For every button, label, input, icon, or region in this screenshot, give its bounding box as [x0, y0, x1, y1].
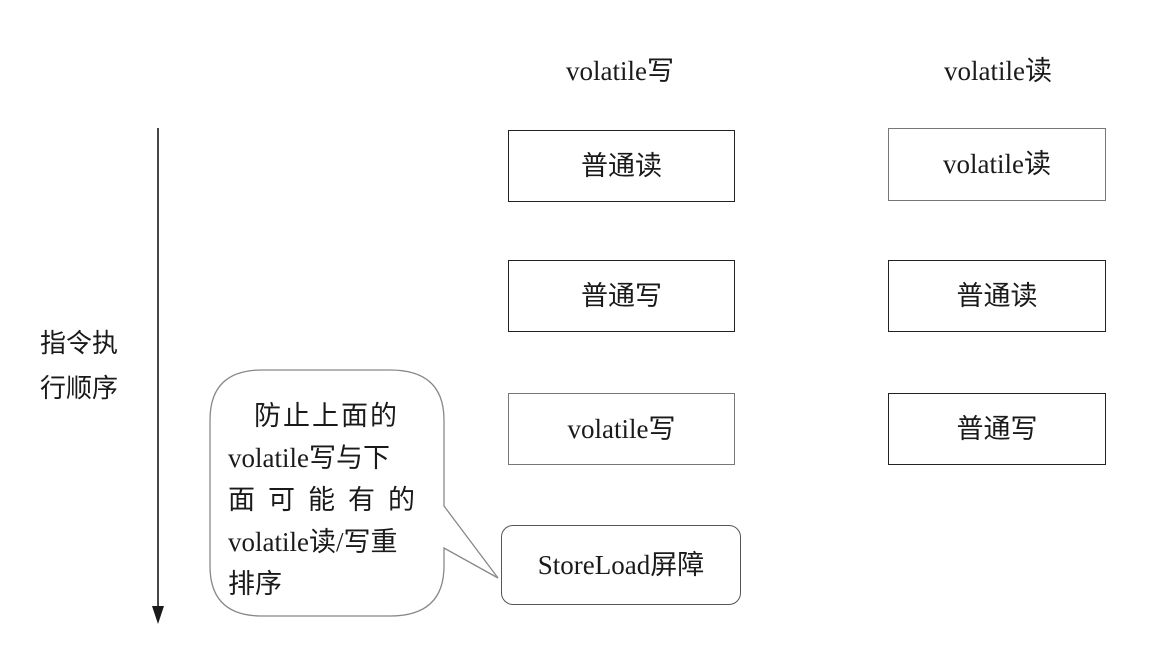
write-col-normal-read-box: 普通读	[508, 130, 735, 202]
callout-line-1: 防止上面的	[254, 401, 399, 431]
read-col-normal-write-box: 普通写	[888, 393, 1106, 465]
read-col-normal-read-box: 普通读	[888, 260, 1106, 332]
callout-line-3: 面可能有的	[228, 485, 428, 515]
callout-text: 防止上面的 volatile写与下 面可能有的 volatile读/写重 排序	[228, 395, 426, 605]
write-col-volatile-write-box: volatile写	[508, 393, 735, 465]
execution-order-arrowhead	[152, 606, 164, 624]
execution-order-label-line2: 行顺序	[40, 374, 119, 404]
read-col-volatile-read-box: volatile读	[888, 128, 1106, 201]
callout-line-2: volatile写与下	[228, 443, 390, 473]
callout-line-5: 排序	[228, 569, 282, 599]
storeload-barrier-box: StoreLoad屏障	[501, 525, 741, 605]
write-col-normal-write-box: 普通写	[508, 260, 735, 332]
callout-line-4: volatile读/写重	[228, 527, 398, 557]
execution-order-label: 指令执 行顺序	[40, 322, 140, 412]
execution-order-label-line1: 指令执	[40, 329, 119, 359]
volatile-write-column-header: volatile写	[566, 56, 674, 86]
volatile-read-column-header: volatile读	[944, 56, 1052, 86]
